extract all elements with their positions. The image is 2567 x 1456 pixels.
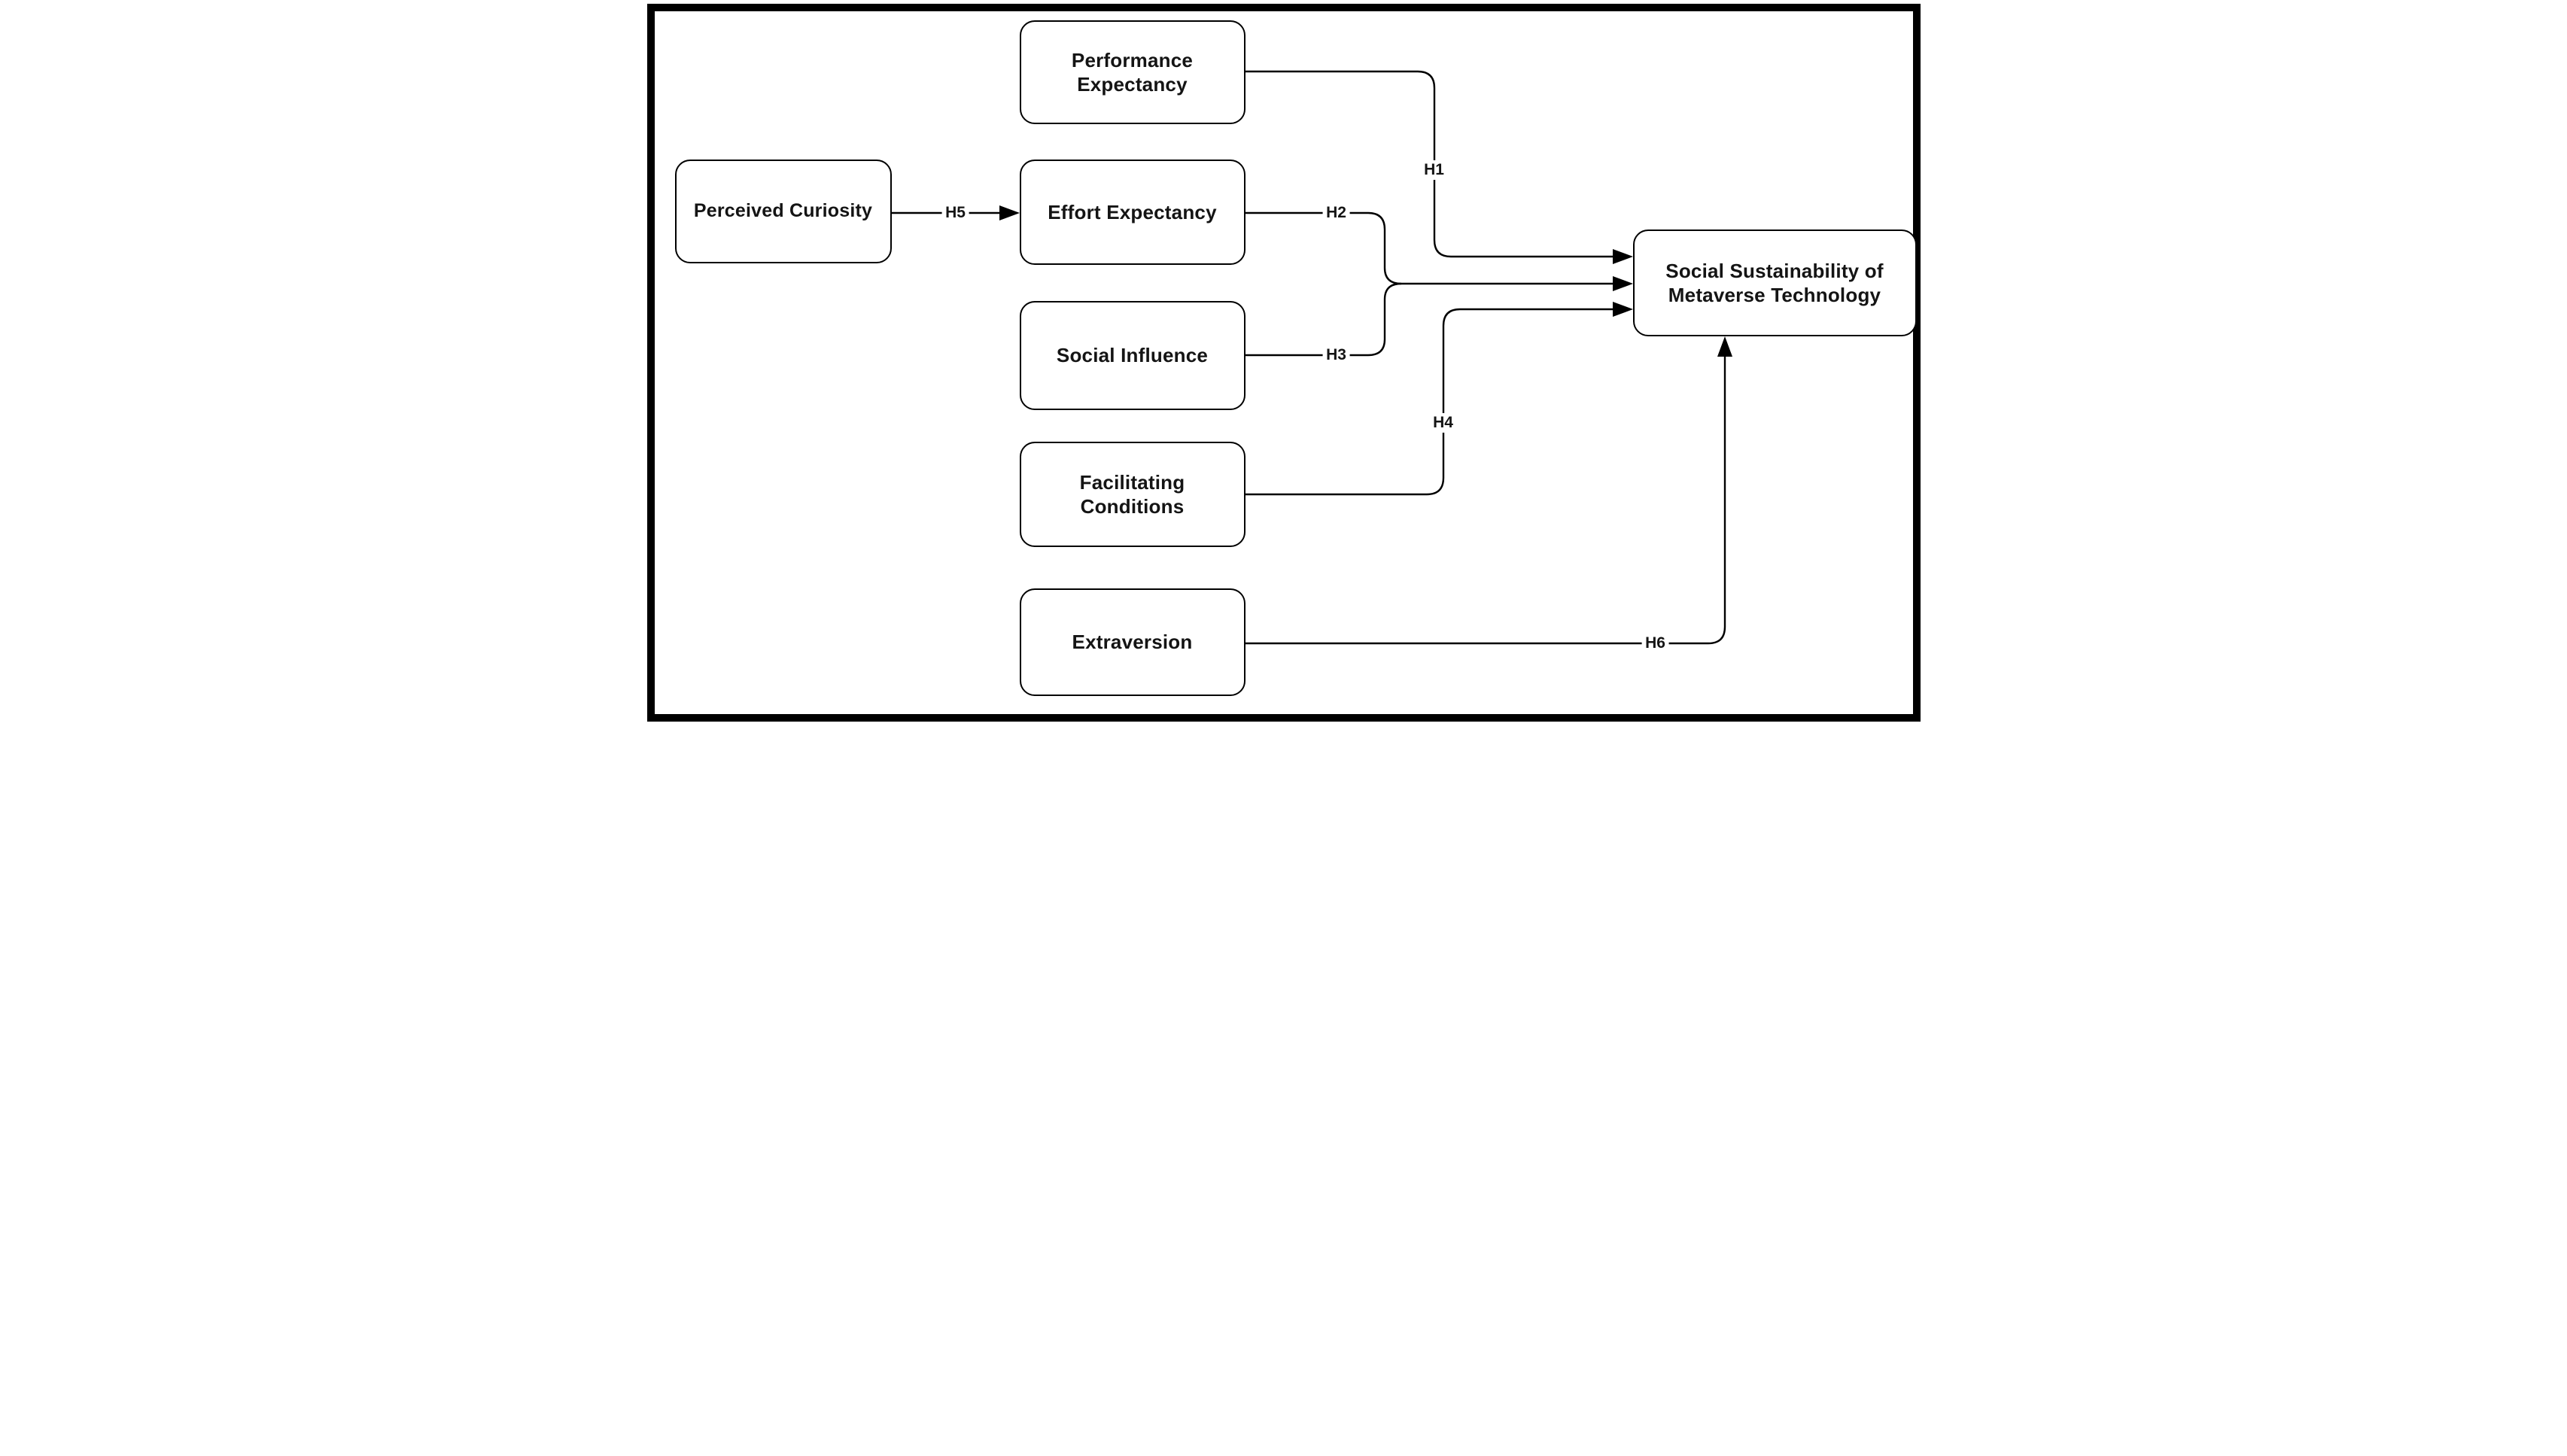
edge-h2-h3-arrowhead-icon — [1612, 276, 1633, 291]
edge-h4-arrowhead-icon — [1612, 302, 1633, 317]
node-performance-expectancy: Performance Expectancy — [1019, 20, 1245, 124]
edge-label-h4: H4 — [1429, 413, 1457, 433]
edge-label-h5: H5 — [941, 203, 969, 223]
edge-h4-line — [1245, 308, 1616, 496]
edge-h3-line — [1245, 282, 1401, 357]
node-extraversion: Extraversion — [1019, 588, 1245, 696]
edge-h6-arrowhead-icon — [1717, 336, 1732, 357]
node-effort-expectancy: Effort Expectancy — [1019, 160, 1245, 265]
node-facilitating-conditions: Facilitating Conditions — [1019, 442, 1245, 547]
edge-label-h6: H6 — [1641, 634, 1669, 653]
edge-h2-line — [1245, 211, 1401, 285]
diagram-outer-frame: Performance Expectancy Perceived Curiosi… — [646, 4, 1921, 722]
node-social-sustainability: Social Sustainability of Metaverse Techn… — [1632, 229, 1917, 336]
edge-layer — [891, 70, 1732, 645]
edge-label-h2: H2 — [1322, 203, 1350, 223]
edge-h6-line — [1245, 354, 1726, 645]
edge-label-h3: H3 — [1322, 345, 1350, 365]
diagram-canvas: Performance Expectancy Perceived Curiosi… — [647, 4, 1931, 732]
edge-h5-arrowhead-icon — [999, 205, 1020, 220]
node-social-influence: Social Influence — [1019, 301, 1245, 410]
node-perceived-curiosity: Perceived Curiosity — [674, 160, 892, 263]
edge-label-h1: H1 — [1420, 160, 1448, 180]
edge-h1-arrowhead-icon — [1612, 249, 1633, 264]
